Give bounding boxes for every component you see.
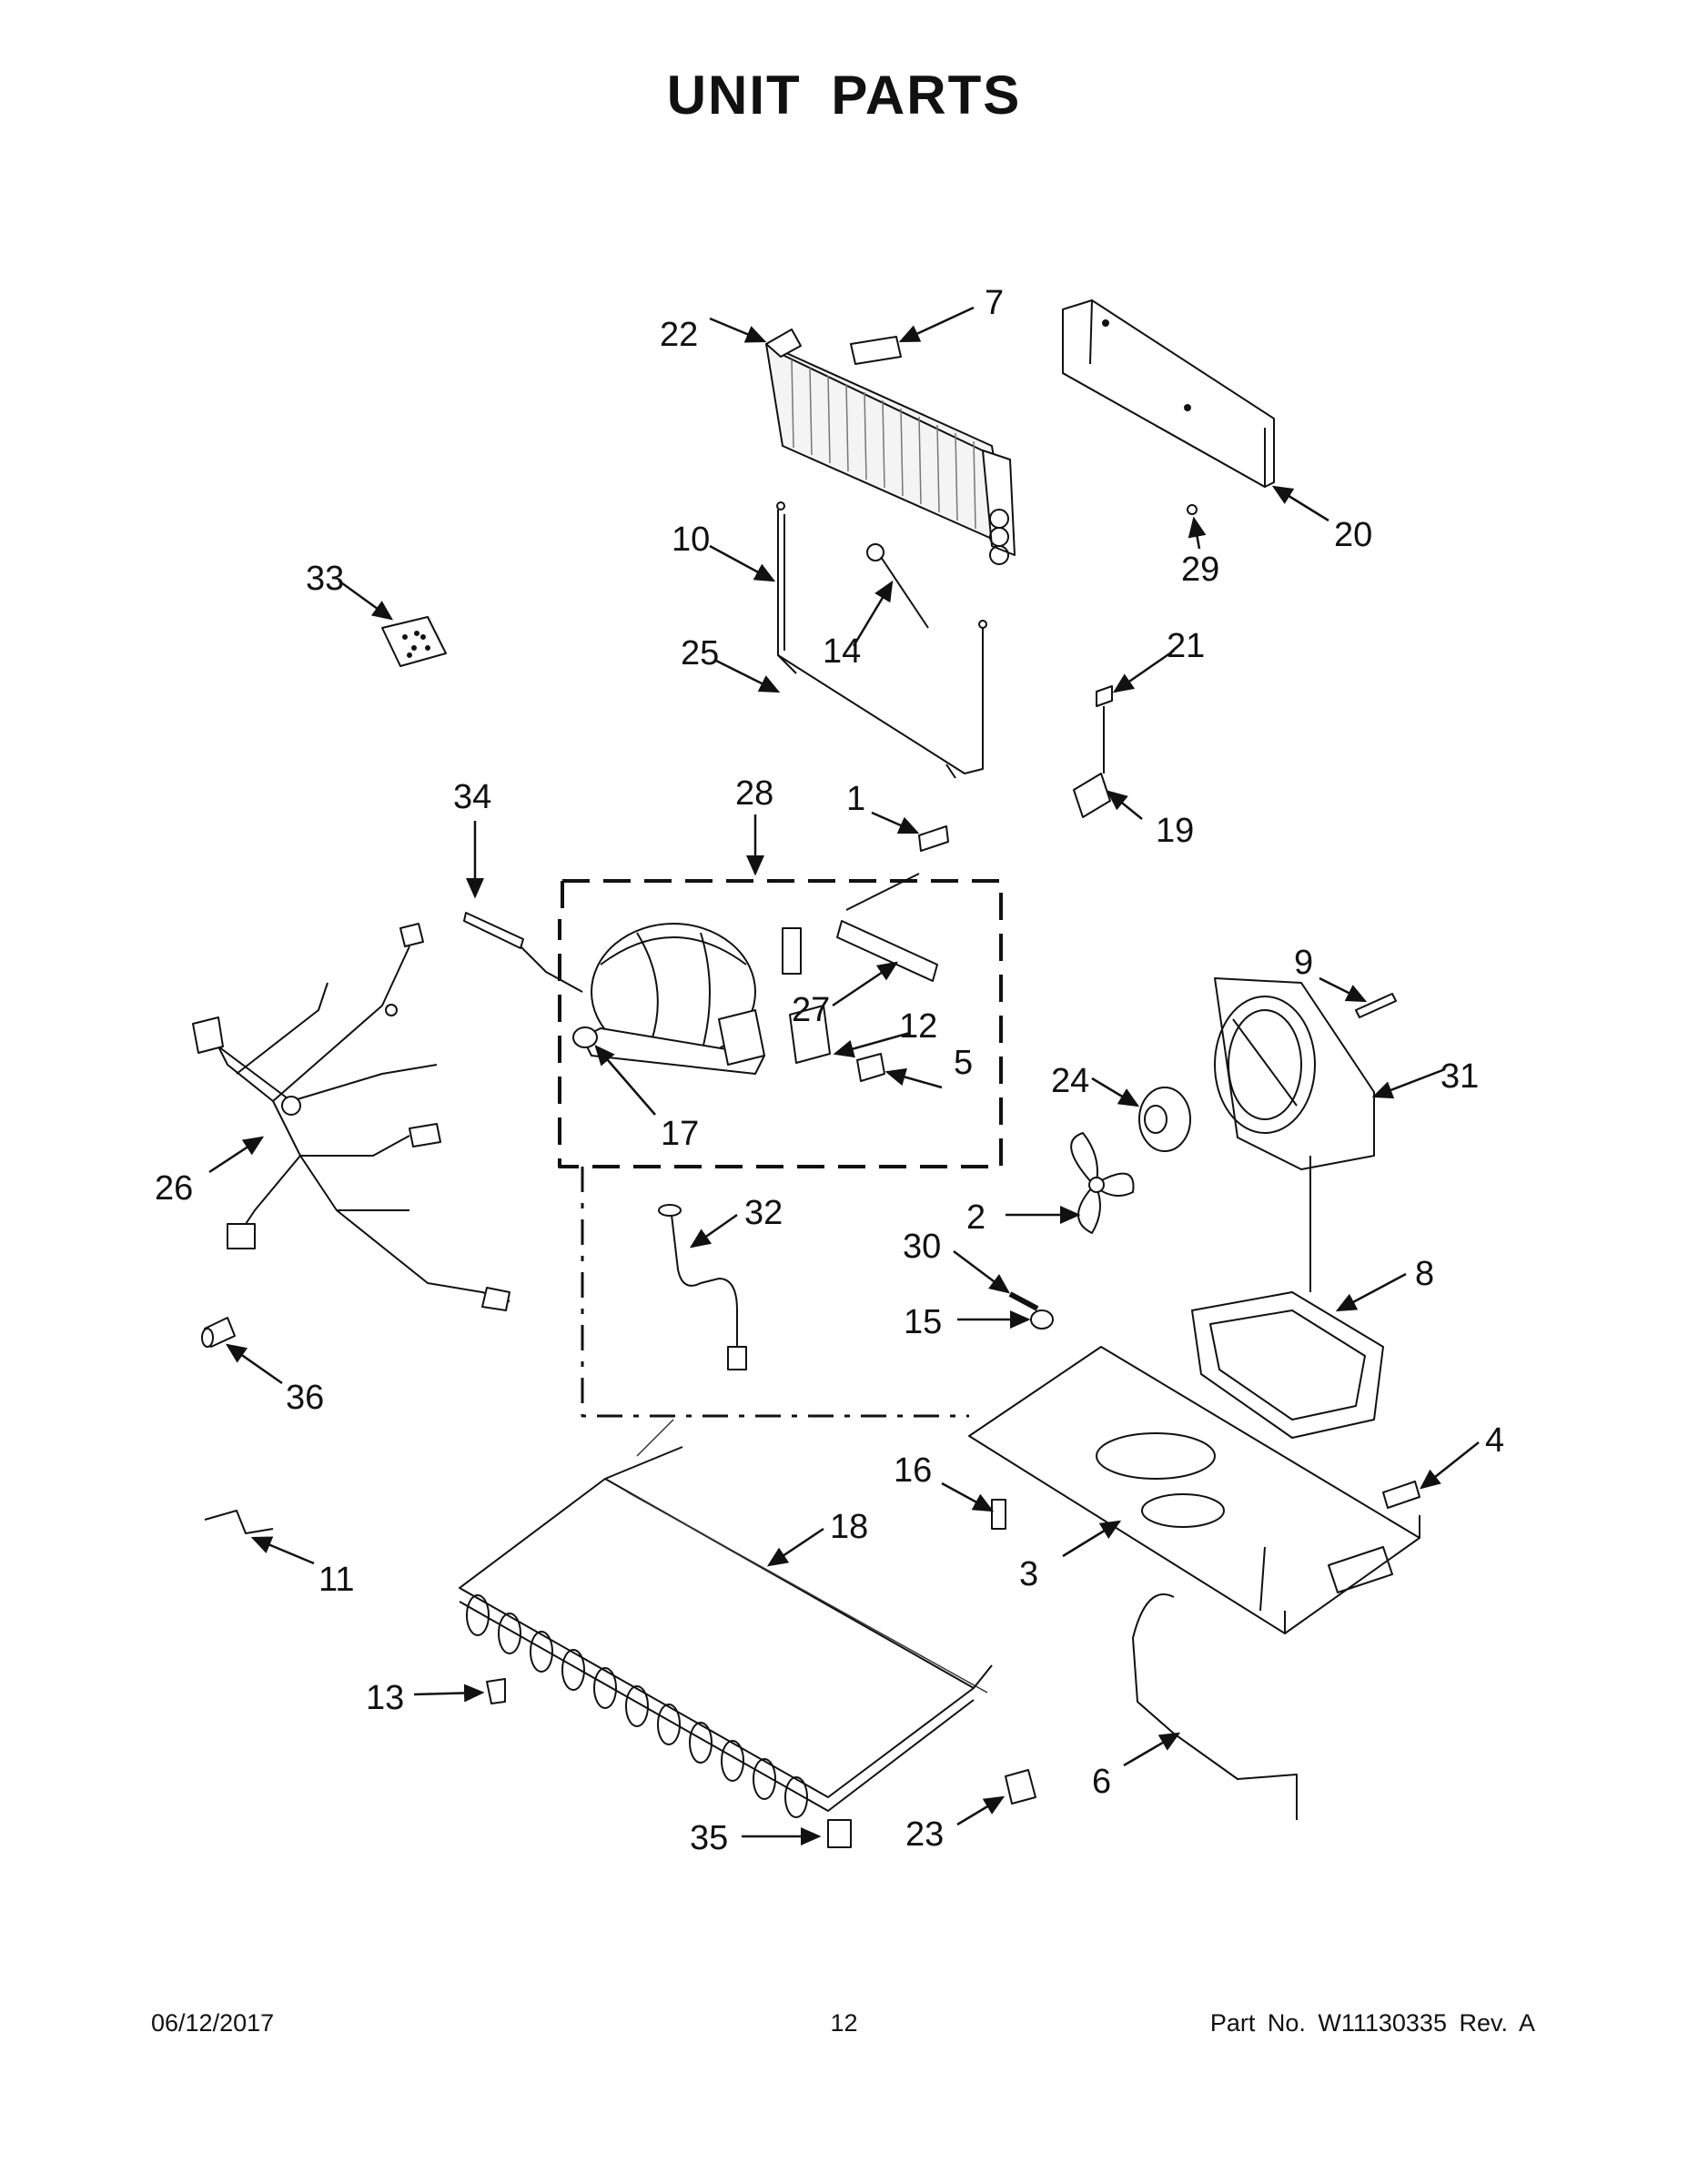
base-plate bbox=[968, 1346, 1420, 1634]
strap bbox=[463, 912, 524, 949]
callout-31: 31 bbox=[1440, 1057, 1479, 1096]
callout-10: 10 bbox=[672, 521, 710, 559]
thermistor bbox=[866, 543, 929, 629]
callout-8: 8 bbox=[1415, 1255, 1434, 1293]
callout-2: 2 bbox=[966, 1198, 986, 1237]
bracket-19 bbox=[1073, 723, 1111, 818]
callout-4: 4 bbox=[1485, 1421, 1504, 1460]
callout-29: 29 bbox=[1181, 551, 1219, 589]
callout-33: 33 bbox=[306, 560, 344, 598]
callout-24: 24 bbox=[1051, 1062, 1089, 1100]
callout-23: 23 bbox=[905, 1815, 944, 1854]
fan-motor bbox=[1138, 1087, 1191, 1152]
callout-5: 5 bbox=[954, 1044, 973, 1082]
callout-1: 1 bbox=[846, 780, 865, 818]
callout-27: 27 bbox=[792, 991, 830, 1029]
callout-3: 3 bbox=[1019, 1555, 1038, 1593]
grommet bbox=[572, 1026, 598, 1048]
plug-23 bbox=[1005, 1769, 1036, 1805]
footer-page-number: 12 bbox=[830, 2009, 858, 2037]
callout-15: 15 bbox=[904, 1303, 942, 1341]
capacitor bbox=[201, 1317, 236, 1348]
callout-13: 13 bbox=[366, 1679, 404, 1717]
footer-date: 06/12/2017 bbox=[151, 2009, 275, 2037]
compressor bbox=[581, 923, 802, 1075]
callout-26: 26 bbox=[155, 1169, 193, 1208]
callout-14: 14 bbox=[823, 632, 861, 671]
drain-tube-assembly bbox=[776, 501, 987, 779]
callout-22: 22 bbox=[660, 316, 698, 354]
clip-11 bbox=[204, 1510, 274, 1534]
grommet-15 bbox=[1030, 1309, 1054, 1330]
screw-21 bbox=[1096, 685, 1113, 723]
callout-25: 25 bbox=[681, 634, 719, 672]
screw-1 bbox=[918, 825, 949, 852]
control-board bbox=[381, 616, 447, 667]
page-title: UNIT PARTS bbox=[666, 65, 1022, 126]
condenser-coil bbox=[765, 329, 1016, 565]
wire-harness bbox=[192, 923, 510, 1311]
fan-blade bbox=[1070, 1132, 1135, 1234]
callout-12: 12 bbox=[899, 1007, 937, 1046]
clip-13 bbox=[486, 1678, 506, 1704]
callout-9: 9 bbox=[1294, 944, 1313, 982]
callout-34: 34 bbox=[453, 778, 491, 816]
callout-35: 35 bbox=[690, 1819, 728, 1857]
start-relay bbox=[789, 1005, 831, 1064]
clip-35 bbox=[827, 1819, 852, 1848]
tube-6 bbox=[1132, 1593, 1298, 1820]
callout-28: 28 bbox=[735, 774, 773, 813]
compressor-assembly-boundary bbox=[558, 879, 1003, 1168]
callout-11: 11 bbox=[318, 1561, 354, 1599]
fan-shroud bbox=[1214, 977, 1375, 1170]
relay-cover bbox=[856, 1053, 885, 1082]
pin-30 bbox=[1008, 1291, 1039, 1311]
screw-4 bbox=[1382, 1481, 1420, 1509]
condenser-pad bbox=[850, 336, 902, 365]
screw-29 bbox=[1187, 504, 1198, 515]
callout-17: 17 bbox=[661, 1115, 699, 1153]
callout-30: 30 bbox=[903, 1228, 941, 1266]
callout-6: 6 bbox=[1092, 1763, 1111, 1801]
callout-36: 36 bbox=[286, 1379, 324, 1417]
callout-21: 21 bbox=[1167, 627, 1205, 665]
screw-9 bbox=[1355, 993, 1397, 1018]
tube-32 bbox=[671, 1214, 738, 1347]
callout-19: 19 bbox=[1156, 812, 1194, 850]
condenser-shroud bbox=[1062, 299, 1275, 488]
evaporator-coil bbox=[459, 1419, 993, 1818]
callout-32: 32 bbox=[744, 1194, 783, 1232]
screw-16 bbox=[991, 1499, 1006, 1530]
callout-18: 18 bbox=[830, 1508, 868, 1546]
drier bbox=[836, 873, 938, 982]
callout-20: 20 bbox=[1334, 516, 1372, 554]
fan-bracket bbox=[1191, 1156, 1384, 1439]
callout-16: 16 bbox=[894, 1451, 932, 1490]
footer-part-number: Part No. W11130335 Rev. A bbox=[1209, 2009, 1535, 2037]
callout-7: 7 bbox=[985, 284, 1004, 322]
